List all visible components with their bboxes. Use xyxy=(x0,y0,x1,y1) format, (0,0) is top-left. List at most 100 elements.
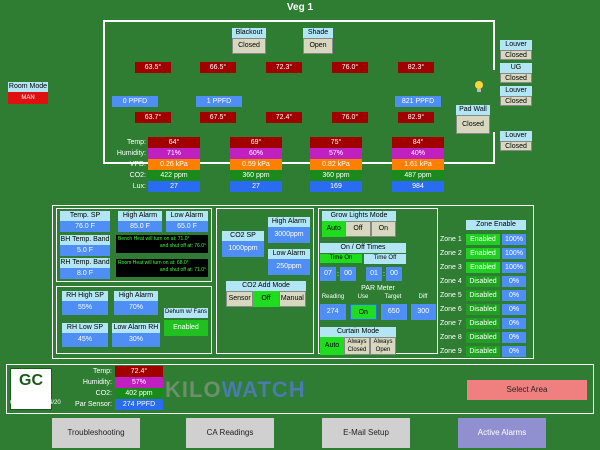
rh-low-sp-label: RH Low SP xyxy=(62,323,108,333)
tab-troubleshooting[interactable]: Troubleshooting xyxy=(52,418,140,448)
rh-low-sp-input[interactable]: 45% xyxy=(62,333,108,347)
zone-4-percent[interactable]: 0% xyxy=(502,275,526,287)
room-mode: Room Mode MAN xyxy=(8,82,48,104)
par-use-toggle[interactable]: On xyxy=(349,304,377,320)
dehum-fans-toggle[interactable]: Enabled xyxy=(164,320,208,336)
co2-low-alarm-input[interactable]: 250ppm xyxy=(268,259,310,275)
zone-8-percent[interactable]: 0% xyxy=(502,331,526,343)
grow-mode-on[interactable]: On xyxy=(370,221,396,237)
mid-temp-5: 82.9° xyxy=(398,112,434,123)
zone-3-toggle[interactable]: Enabled xyxy=(466,261,500,273)
tab-ca-readings[interactable]: CA Readings xyxy=(186,418,274,448)
ppfd-1: 0 PPFD xyxy=(112,96,158,107)
zone-row: Zone 6 Disabled 0% xyxy=(440,302,528,316)
curtain-mode-always-closed[interactable]: Always Closed xyxy=(344,337,370,355)
par-col-target: Target xyxy=(384,294,402,300)
zone-1-toggle[interactable]: Enabled xyxy=(466,233,500,245)
par-target[interactable]: 650 xyxy=(381,304,407,320)
sensor-column-3: 75° 57% 0.82 kPa 360 ppm 169 xyxy=(310,137,362,192)
rh-high-alarm-input[interactable]: 70% xyxy=(114,301,158,315)
sensor-labels: Temp: Humidity: VPD: CO2: Lux: xyxy=(102,137,146,192)
curtain-mode-label: Curtain Mode xyxy=(320,327,396,337)
lux-label: Lux: xyxy=(132,183,146,190)
zone-3-percent[interactable]: 100% xyxy=(502,261,526,273)
temp-high-alarm-input[interactable]: 85.0 F xyxy=(118,221,162,232)
sensor-4-vpd: 1.61 kPa xyxy=(392,159,444,170)
time-headers: Time On Time Off xyxy=(320,254,406,264)
temp-low-alarm-input[interactable]: 65.0 F xyxy=(166,221,208,232)
rh-high-sp-input[interactable]: 55% xyxy=(62,301,108,315)
zone-3-label: Zone 3 xyxy=(440,263,462,271)
temp-sp-input[interactable]: 76.0 F xyxy=(60,221,110,232)
co2-mode-sensor[interactable]: Sensor xyxy=(226,291,254,307)
zone-9-toggle[interactable]: Disabled xyxy=(466,345,500,357)
sensor-column-1: 64° 71% 0.26 kPa 422 ppm 27 xyxy=(148,137,200,192)
zone-4-toggle[interactable]: Disabled xyxy=(466,275,500,287)
louver-3-button[interactable]: Closed xyxy=(500,96,532,106)
rh-temp-band-input[interactable]: 8.0 F xyxy=(60,268,110,279)
louver-1-button[interactable]: Closed xyxy=(500,50,532,60)
top-temp-3: 72.3° xyxy=(266,62,302,73)
blackout-button[interactable]: Closed xyxy=(232,38,266,54)
zone-row: Zone 8 Disabled 0% xyxy=(440,330,528,344)
mid-temp-3: 72.4° xyxy=(266,112,302,123)
grow-mode-off[interactable]: Off xyxy=(345,221,371,237)
bh-temp-band-input[interactable]: 5.0 F xyxy=(60,245,110,256)
zone-6-toggle[interactable]: Disabled xyxy=(466,303,500,315)
gc-logo: GC xyxy=(19,372,43,389)
tab-active-alarms[interactable]: Active Alarms xyxy=(458,418,546,448)
room-mode-button[interactable]: MAN xyxy=(8,92,48,104)
zone-row: Zone 2 Enabled 100% xyxy=(440,246,528,260)
zone-1-percent[interactable]: 100% xyxy=(502,233,526,245)
curtain-mode-always-open[interactable]: Always Open xyxy=(370,337,396,355)
curtain-mode-auto[interactable]: Auto xyxy=(320,337,344,355)
pad-wall-button[interactable]: Closed xyxy=(456,115,490,134)
co2-sp-input[interactable]: 1000ppm xyxy=(222,241,264,257)
co2-add-mode: CO2 Add Mode Sensor Off Manual xyxy=(226,281,306,307)
curtain-mode: Curtain Mode Auto Always Closed Always O… xyxy=(320,327,396,355)
shade-button[interactable]: Open xyxy=(303,38,333,54)
footer-status-panel xyxy=(6,364,594,414)
time-off-minute[interactable]: 00 xyxy=(386,267,402,281)
room-mode-label: Room Mode xyxy=(8,82,48,92)
co2-mode-off[interactable]: Off xyxy=(253,291,279,307)
rh-low-sp: RH Low SP 45% xyxy=(62,323,108,347)
zone-7-percent[interactable]: 0% xyxy=(502,317,526,329)
temp-low-alarm: Low Alarm 65.0 F xyxy=(166,211,208,232)
co2-high-alarm-input[interactable]: 3000ppm xyxy=(268,227,310,243)
logo-box: GC xyxy=(10,368,52,410)
pad-wall: Pad Wall Closed xyxy=(456,105,490,134)
on-off-times-label: On / Off Times xyxy=(320,243,406,253)
zone-5-percent[interactable]: 0% xyxy=(502,289,526,301)
rh-temp-band-label: RH Temp. Band xyxy=(60,258,110,268)
louver-ug-button[interactable]: Closed xyxy=(500,73,532,83)
co2-add-mode-options: Sensor Off Manual xyxy=(226,291,306,307)
mid-temp-2: 67.5° xyxy=(200,112,236,123)
shade-label: Shade xyxy=(303,28,333,38)
co2-low-alarm-label: Low Alarm xyxy=(268,249,310,259)
zone-7-toggle[interactable]: Disabled xyxy=(466,317,500,329)
time-on-hour[interactable]: 07 xyxy=(320,267,336,281)
zone-9-percent[interactable]: 0% xyxy=(502,345,526,357)
tab-email-setup[interactable]: E-Mail Setup xyxy=(322,418,410,448)
zone-5-toggle[interactable]: Disabled xyxy=(466,289,500,301)
zone-2-percent[interactable]: 100% xyxy=(502,247,526,259)
zone-6-percent[interactable]: 0% xyxy=(502,303,526,315)
zone-8-toggle[interactable]: Disabled xyxy=(466,331,500,343)
louver-1-label: Louver xyxy=(500,40,532,50)
select-area-button[interactable]: Select Area xyxy=(467,380,587,400)
sensor-1-temp: 64° xyxy=(148,137,200,148)
zone-2-toggle[interactable]: Enabled xyxy=(466,247,500,259)
curtain-mode-options: Auto Always Closed Always Open xyxy=(320,337,396,355)
sensor-4-temp: 84° xyxy=(392,137,444,148)
zone-row: Zone 1 Enabled 100% xyxy=(440,232,528,246)
ppfd-2: 1 PPFD xyxy=(196,96,242,107)
time-on-minute[interactable]: 00 xyxy=(340,267,356,281)
time-off-hour[interactable]: 01 xyxy=(366,267,382,281)
rh-low-alarm-input[interactable]: 30% xyxy=(112,333,160,347)
grow-mode-auto[interactable]: Auto xyxy=(322,221,346,237)
par-diff[interactable]: 300 xyxy=(410,304,436,320)
co2-mode-manual[interactable]: Manual xyxy=(278,291,306,307)
sensor-2-vpd: 0.59 kPa xyxy=(230,159,282,170)
louver-4-button[interactable]: Closed xyxy=(500,141,532,151)
